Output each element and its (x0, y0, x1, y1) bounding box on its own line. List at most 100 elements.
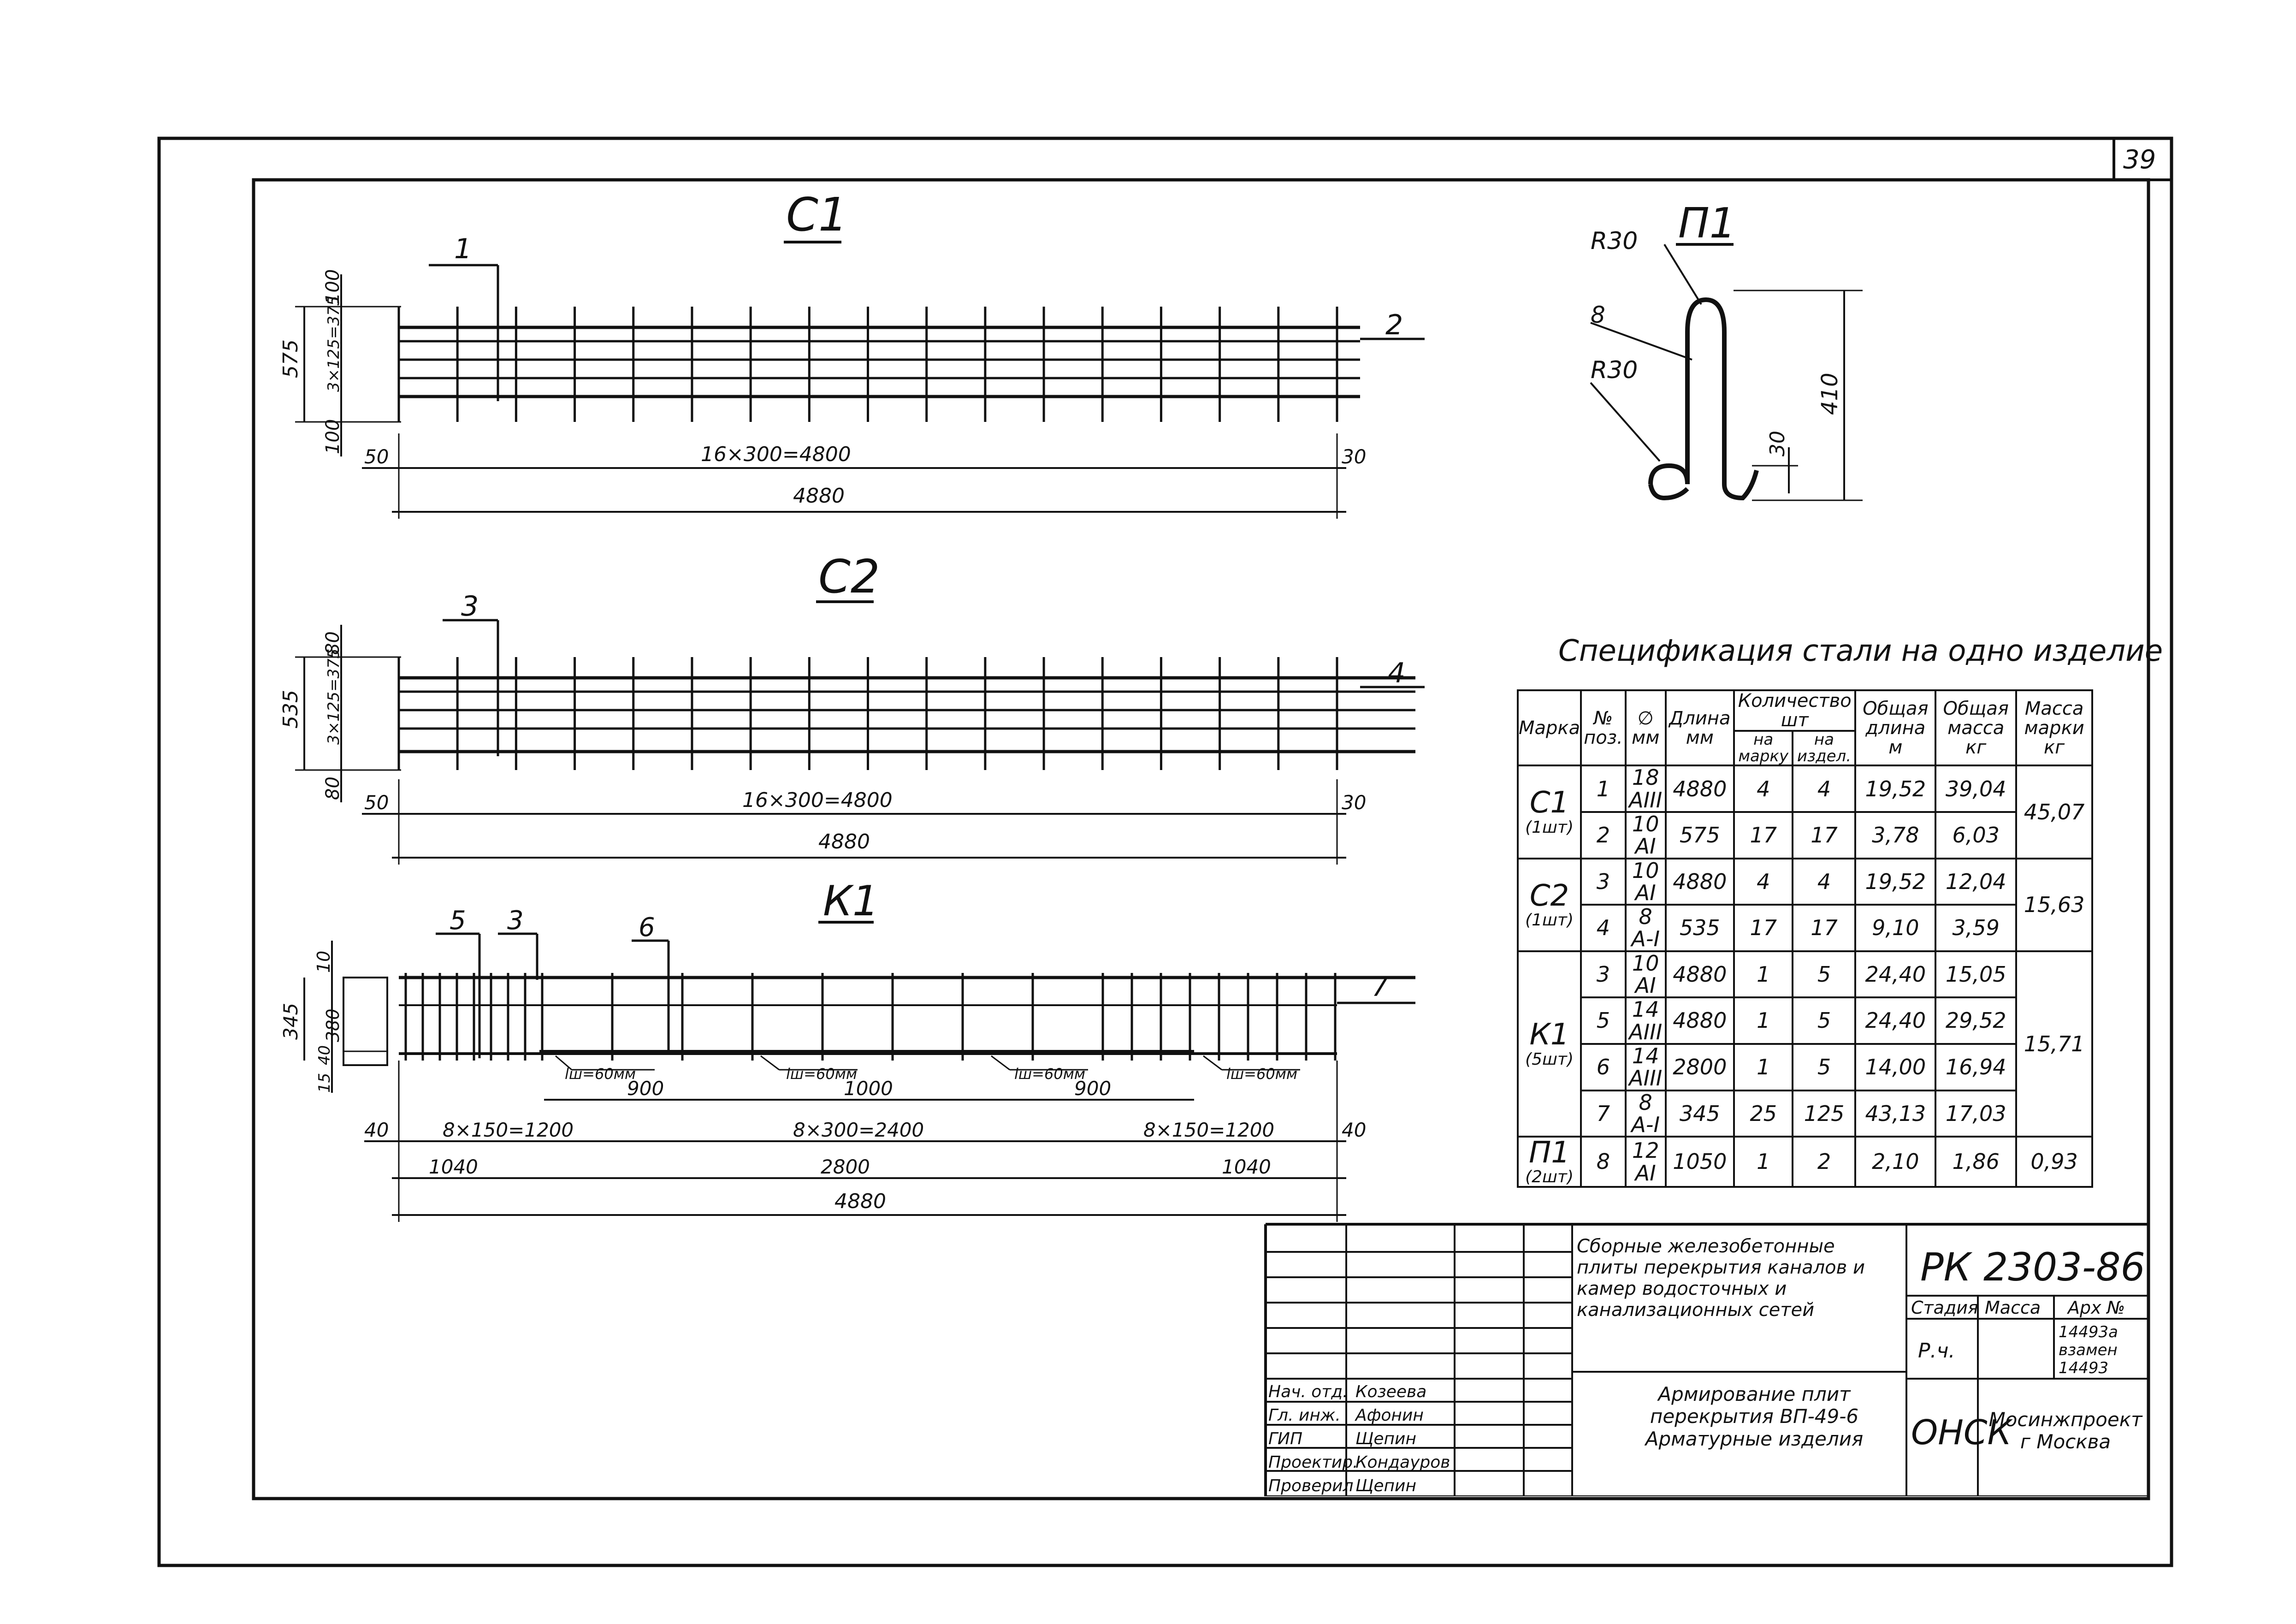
spec-cell: 1 (1733, 996, 1794, 1045)
spec-cell: 18 AIII (1624, 765, 1667, 813)
spec-cell: 2,10 (1854, 1136, 1937, 1188)
spec-cell: 14 AIII (1624, 996, 1667, 1045)
spec-cell: 8 A-I (1624, 1089, 1667, 1138)
spec-cell: 4 (1733, 857, 1794, 906)
spec-mark-cell: П1(2шт) (1516, 1136, 1582, 1188)
spec-cell: 24,40 (1854, 996, 1937, 1045)
spec-cell: 5 (1792, 996, 1857, 1045)
k1-dim-1000: 1000 (844, 1077, 893, 1100)
spec-cell: 25 (1733, 1089, 1794, 1138)
drawing-frame (252, 178, 2150, 1500)
k1-dim-top: 10 (314, 951, 334, 973)
spec-header-total-mass: Общая масса кг (1935, 689, 2018, 767)
arch-label: Арх № (2068, 1298, 2125, 1318)
c1-dim-height: 575 (279, 339, 302, 378)
spec-cell: 17 (1733, 811, 1794, 859)
spec-cell: 17,03 (1935, 1089, 2018, 1138)
p1-dim-410: 410 (1817, 373, 1843, 415)
arch-value: 14493а взамен 14493 (2059, 1323, 2118, 1378)
sheet-number-box (2113, 137, 2173, 181)
signature-name: Афонин (1355, 1406, 1424, 1425)
p1-dim-30: 30 (1766, 431, 1789, 456)
sheet-title: Армирование плит перекрытия ВП-49-6 Арма… (1645, 1383, 1864, 1450)
spec-cell: 3,78 (1854, 811, 1937, 859)
c1-dim-bottom: 100 (322, 419, 343, 454)
spec-cell: 2 (1580, 811, 1627, 859)
spec-cell: 17 (1792, 904, 1857, 952)
spec-mark-count: (5шт) (1525, 1049, 1574, 1069)
k1-pos-3: 3 (507, 906, 524, 936)
c2-dim-left: 50 (364, 791, 389, 814)
spec-cell: 12,04 (1935, 857, 2018, 906)
spec-cell: 1 (1580, 765, 1627, 813)
spec-cell: 4880 (1664, 765, 1735, 813)
spec-cell: 6 (1580, 1043, 1627, 1091)
k1-dim-seg2: 8×300=2400 (793, 1119, 924, 1141)
k1-weld-3: lш=60мм (1014, 1065, 1085, 1083)
spec-cell: 3 (1580, 857, 1627, 906)
k1-transverse-bars (404, 973, 1337, 1061)
signature-role: Проверил (1268, 1476, 1354, 1495)
drawing-c2: С2 3 4 535 80 3×125=375 80 50 16×300=480… (279, 550, 1425, 865)
spec-mark-cell: С2(1шт) (1516, 857, 1582, 952)
spec-cell: 10 AI (1624, 857, 1667, 906)
spec-table: Марка № поз. ∅ мм Длина мм Количество шт… (1516, 689, 2093, 1188)
spec-header-qty-mark: на марку (1733, 729, 1794, 767)
spec-header-dia: ∅ мм (1624, 689, 1667, 767)
spec-mark-count: (2шт) (1525, 1168, 1574, 1187)
spec-cell: 2800 (1664, 1043, 1735, 1091)
k1-dim-900a: 900 (627, 1077, 664, 1100)
c1-title: С1 (786, 188, 847, 242)
p1-r-bottom: R30 (1591, 356, 1638, 384)
spec-cell: 17 (1733, 904, 1794, 952)
spec-cell: 345 (1664, 1089, 1735, 1138)
c1-dim-mid: 3×125=375 (325, 296, 343, 392)
signature-role: Гл. инж. (1268, 1406, 1341, 1425)
spec-mark: С1 (1529, 786, 1569, 820)
c1-dim-total: 4880 (793, 484, 845, 508)
drawing-c1: С1 1 2 575 100 3×125=375 100 50 16×300=4… (279, 188, 1425, 519)
project-title: Сборные железобетонные плиты перекрытия … (1577, 1236, 1865, 1321)
k1-dim-15: 15 (315, 1073, 334, 1093)
spec-cell: 4 (1792, 857, 1857, 906)
spec-cell: 1 (1733, 1136, 1794, 1188)
spec-header-pos: № поз. (1580, 689, 1627, 767)
spec-cell: 9,10 (1854, 904, 1937, 952)
spec-mark-mass: 15,71 (2015, 950, 2093, 1138)
spec-mark-cell: К1(5шт) (1516, 950, 1582, 1138)
spec-cell: 535 (1664, 904, 1735, 952)
c2-dim-right: 30 (1342, 791, 1366, 814)
drawing-k1: К1 5 3 6 7 345 10 380 40 15 lш=60м (279, 877, 1415, 1222)
spec-cell: 15,05 (1935, 950, 2018, 999)
k1-dim-900b: 900 (1074, 1077, 1111, 1100)
spec-mark-count: (1шт) (1525, 910, 1574, 930)
c2-pos-3: 3 (461, 590, 479, 622)
title-block-grid (1266, 1224, 2148, 1496)
signature-role: Проектир. (1268, 1453, 1358, 1472)
c2-dim-top: 80 (322, 631, 343, 655)
c2-pos-4: 4 (1388, 657, 1405, 689)
spec-mark: С2 (1529, 878, 1569, 913)
spec-cell: 5 (1792, 950, 1857, 999)
c1-pos-2: 2 (1385, 309, 1403, 341)
k1-pos-5: 5 (450, 906, 466, 936)
spec-cell: 3,59 (1935, 904, 2018, 952)
spec-cell: 29,52 (1935, 996, 2018, 1045)
k1-dim-seg3: 8×150=1200 (1143, 1119, 1274, 1141)
k1-dim-380: 380 (323, 1008, 343, 1042)
k1-title: К1 (823, 877, 879, 925)
title-block: Сборные железобетонные плиты перекрытия … (1266, 1224, 2151, 1496)
spec-cell: 43,13 (1854, 1089, 1937, 1138)
p1-pos-8: 8 (1591, 302, 1605, 328)
c1-dim-span: 16×300=4800 (701, 443, 851, 466)
signature-role: ГИП (1268, 1429, 1303, 1448)
spec-cell: 125 (1792, 1089, 1857, 1138)
